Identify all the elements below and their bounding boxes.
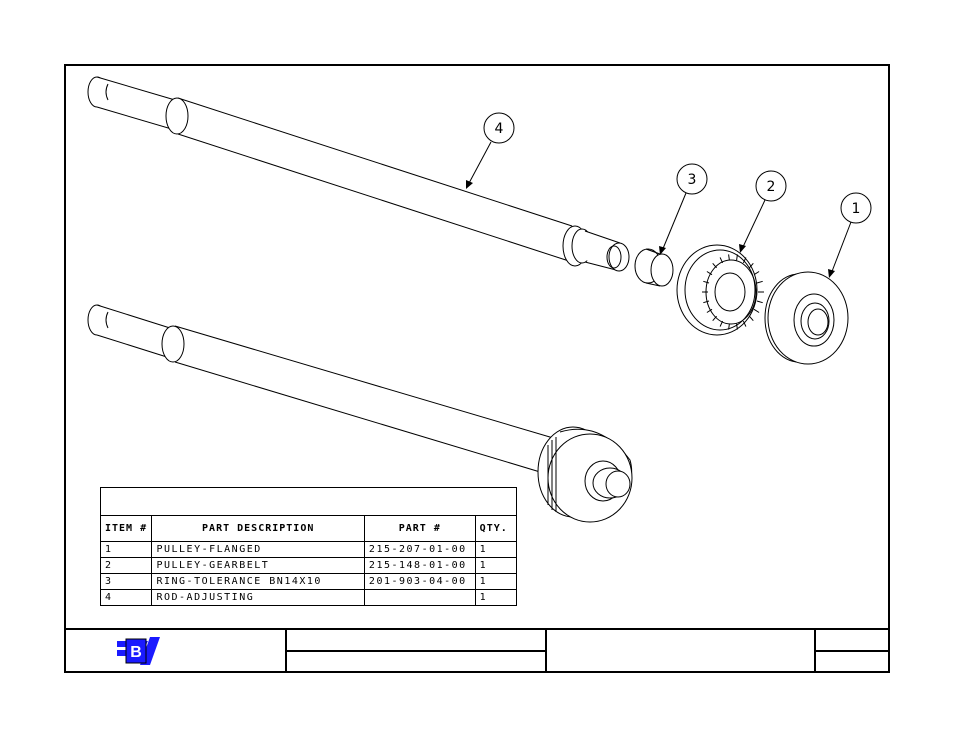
gear-tooth — [742, 257, 747, 264]
bom-header-description: PART DESCRIPTION — [151, 515, 365, 542]
gear-tooth — [706, 308, 713, 313]
bom-row: 1 PULLEY-FLANGED 215-207-01-00 1 — [99, 541, 518, 558]
bom-part-number: 215-148-01-00 — [363, 557, 476, 574]
bom-description: PULLEY-GEARBELT — [151, 557, 365, 574]
gear-tooth — [756, 280, 763, 284]
bom-description: RING-TOLERANCE BN14X10 — [151, 573, 365, 590]
balloon-4-label: 4 — [495, 121, 504, 137]
bom-title — [100, 487, 517, 516]
bom-part-number: 201-903-04-00 — [363, 573, 476, 590]
bom-qty: 1 — [474, 557, 518, 574]
bom-header-qty: QTY. — [474, 515, 518, 542]
bom-item: 2 — [99, 557, 153, 574]
gear-tooth — [753, 271, 760, 276]
bom-qty: 1 — [474, 589, 518, 606]
bom-qty: 1 — [474, 573, 518, 590]
bom-title-row — [100, 487, 517, 516]
gear-tooth — [756, 300, 763, 304]
balloon-3-label: 3 — [688, 172, 697, 188]
rod-adjusting-assembled — [87, 304, 633, 523]
bill-of-materials: ITEM # PART DESCRIPTION PART # QTY. 1 PU… — [99, 487, 518, 606]
bom-item: 3 — [99, 573, 153, 590]
bom-row: 2 PULLEY-GEARBELT 215-148-01-00 1 — [99, 557, 518, 574]
company-logo: B — [117, 637, 160, 665]
gear-tooth — [728, 323, 730, 330]
bom-header-part: PART # — [363, 515, 476, 542]
sheet-border — [64, 64, 890, 673]
bom-row: 4 ROD-ADJUSTING 1 — [99, 589, 518, 606]
gear-tooth — [703, 280, 710, 284]
pulley-flanged — [764, 271, 849, 365]
pulley-gearbelt — [676, 244, 764, 336]
balloon-3: 3 — [659, 163, 708, 255]
gear-tooth — [753, 308, 760, 313]
balloon-1-label: 1 — [852, 201, 861, 217]
bom-qty: 1 — [474, 541, 518, 558]
gear-tooth — [742, 320, 747, 327]
title-block — [65, 628, 889, 672]
balloon-4: 4 — [466, 112, 515, 189]
gear-tooth — [703, 300, 710, 304]
bom-description: PULLEY-FLANGED — [151, 541, 365, 558]
gear-tooth — [736, 254, 738, 261]
balloon-2-label: 2 — [767, 179, 776, 195]
bom-header-item: ITEM # — [99, 515, 153, 542]
balloon-1: 1 — [828, 192, 872, 278]
gear-tooth — [749, 315, 754, 322]
bom-item: 1 — [99, 541, 153, 558]
logo-letter: B — [130, 644, 142, 661]
gear-tooth — [728, 254, 730, 261]
bom-part-number — [363, 589, 476, 606]
tolerance-ring — [634, 248, 674, 287]
balloon-2: 2 — [739, 170, 787, 253]
rod-adjusting-exploded — [87, 76, 630, 272]
bom-item: 4 — [99, 589, 153, 606]
gear-tooth — [749, 262, 754, 269]
bom-row: 3 RING-TOLERANCE BN14X10 201-903-04-00 1 — [99, 573, 518, 590]
gear-tooth — [706, 271, 713, 276]
bom-part-number: 215-207-01-00 — [363, 541, 476, 558]
bom-header-row: ITEM # PART DESCRIPTION PART # QTY. — [99, 515, 518, 542]
bom-description: ROD-ADJUSTING — [151, 589, 365, 606]
gear-tooth — [736, 323, 738, 330]
